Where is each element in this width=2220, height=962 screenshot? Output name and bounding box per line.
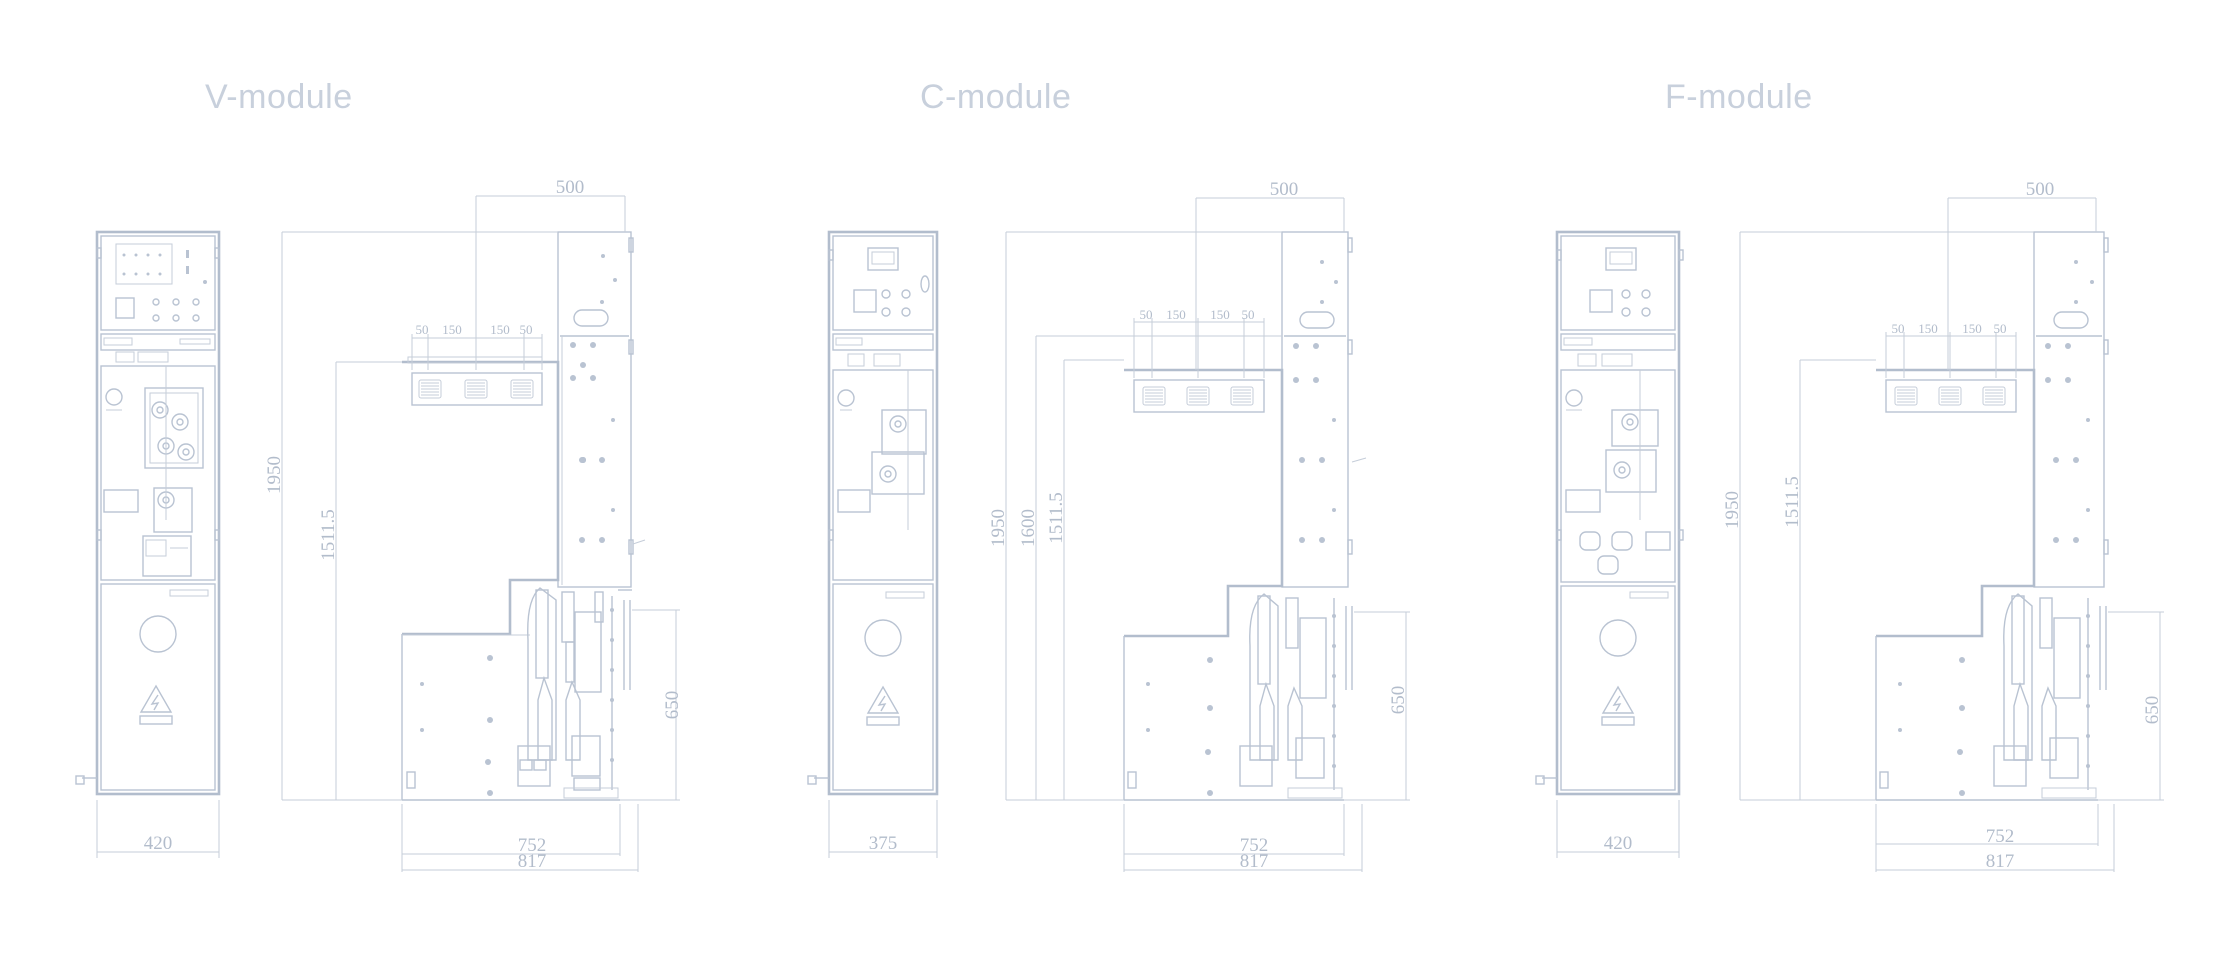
f-cable-650-dim: 650 — [2142, 696, 2163, 725]
v-top-50b-dim: 50 — [520, 322, 533, 337]
c-top-50b-dim: 50 — [1242, 307, 1255, 322]
f-module: 420 — [1535, 179, 2164, 872]
f-top-150a-dim: 150 — [1918, 321, 1938, 336]
c-top-150b-dim: 150 — [1210, 307, 1230, 322]
v-cable-650-dim: 650 — [662, 691, 683, 720]
f-side-view: 1950 1511.5 500 50 150 150 50 650 — [1722, 179, 2164, 872]
f-module-title: F-module — [1665, 78, 1813, 116]
f-front-view: 420 — [1535, 230, 1684, 858]
c-front-width-dim: 375 — [869, 833, 898, 854]
c-depth-817-dim: 817 — [1240, 851, 1269, 872]
c-height-1511-dim: 1511.5 — [1046, 492, 1067, 544]
v-height-1950-dim: 1950 — [264, 456, 285, 494]
c-front-view: 375 — [807, 230, 939, 858]
v-top-150a-dim: 150 — [442, 322, 462, 337]
f-depth-752-dim: 752 — [1986, 826, 2015, 847]
c-top-150a-dim: 150 — [1166, 307, 1186, 322]
c-module: 375 — [807, 179, 1410, 872]
c-height-1950-dim: 1950 — [988, 509, 1009, 547]
f-top-500-dim: 500 — [2026, 179, 2055, 200]
f-top-50a-dim: 50 — [1892, 321, 1905, 336]
v-module-title: V-module — [205, 78, 353, 116]
c-top-50a-dim: 50 — [1140, 307, 1153, 322]
f-top-150b-dim: 150 — [1962, 321, 1982, 336]
v-front-width-dim: 420 — [144, 833, 173, 854]
v-height-1511-dim: 1511.5 — [318, 509, 339, 561]
v-module: 420 — [75, 177, 683, 872]
v-top-150b-dim: 150 — [490, 322, 510, 337]
v-top-500-dim: 500 — [556, 177, 585, 198]
f-front-width-dim: 420 — [1604, 833, 1633, 854]
c-module-title: C-module — [920, 78, 1072, 116]
f-height-1950-dim: 1950 — [1722, 491, 1743, 529]
f-height-1511-dim: 1511.5 — [1782, 476, 1803, 528]
c-top-500-dim: 500 — [1270, 179, 1299, 200]
v-front-view: 420 — [75, 230, 221, 858]
c-side-view: 1950 1600 1511.5 500 50 150 150 50 650 — [988, 179, 1410, 872]
c-cable-650-dim: 650 — [1388, 686, 1409, 715]
f-depth-817-dim: 817 — [1986, 851, 2015, 872]
v-side-view: 1950 1511.5 500 50 150 150 50 650 — [264, 177, 683, 872]
f-top-50b-dim: 50 — [1994, 321, 2007, 336]
c-depth-752-dim: 752 — [1240, 835, 1269, 856]
c-height-1600-dim: 1600 — [1018, 509, 1039, 547]
v-top-50a-dim: 50 — [416, 322, 429, 337]
v-depth-817-dim: 817 — [518, 851, 547, 872]
v-depth-752-dim: 752 — [518, 835, 547, 856]
